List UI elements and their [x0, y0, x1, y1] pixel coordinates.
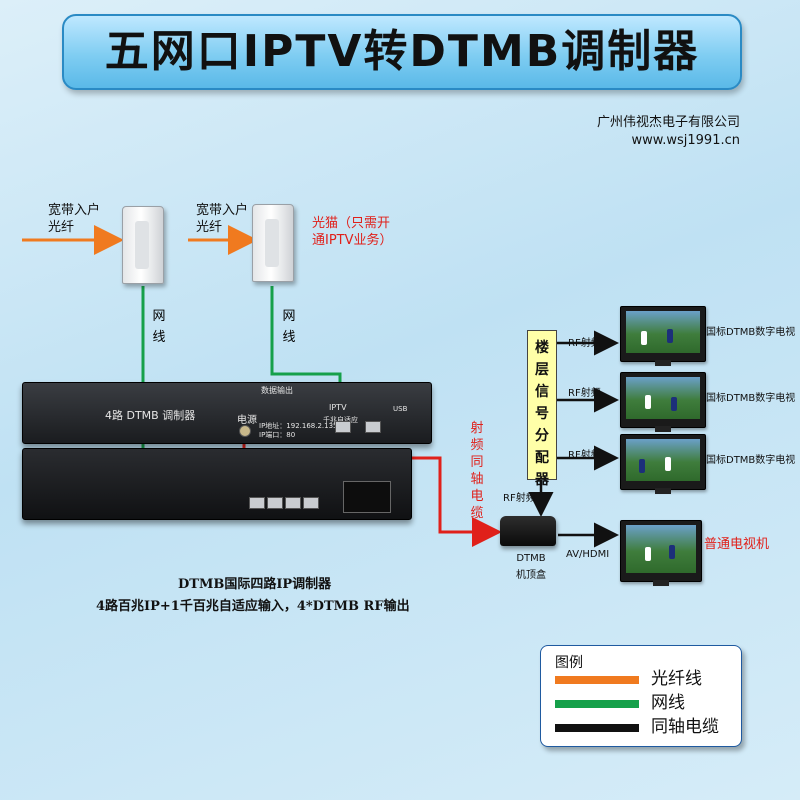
floor-signal-splitter: 楼 层 信 号 分 配 器	[527, 330, 557, 488]
input-label-1-line2: 光纤	[48, 220, 75, 235]
input-label-1-line1: 宽带入户	[48, 203, 101, 218]
input-label-2-line1: 宽带入户	[196, 203, 249, 218]
tv-dtmb-1	[620, 306, 706, 366]
legend-network-swatch	[555, 700, 639, 708]
optical-modem-note: 光猫（只需开 通IPTV业务）	[312, 215, 393, 249]
input-label-2-line2: 光纤	[196, 220, 223, 235]
network-port-3	[285, 497, 301, 509]
input-label-2: 宽带入户 光纤	[196, 202, 248, 236]
legend-network-label: 网线	[651, 693, 685, 713]
modulator-back-panel	[22, 448, 412, 520]
splitter-char7: 器	[535, 472, 549, 488]
tv-dtmb-3	[620, 434, 706, 494]
legend-fiber-label: 光纤线	[651, 669, 702, 689]
power-socket	[343, 481, 391, 513]
network-label-2-char1: 网	[282, 309, 296, 324]
legend-coax-label: 同轴电缆	[651, 717, 719, 737]
panel-text-ip-port: IP端口：80	[259, 431, 296, 439]
rf-coax-char6: 缆	[470, 506, 484, 521]
modulator-front-label: 4路 DTMB 调制器	[105, 409, 196, 422]
splitter-char5: 分	[535, 428, 549, 444]
optical-modem-2	[252, 204, 294, 282]
optical-modem-note-line2: 通IPTV业务）	[312, 233, 393, 248]
legend-fiber-swatch	[555, 676, 639, 684]
splitter-char1: 楼	[535, 340, 549, 356]
rf-coax-char5: 电	[470, 489, 484, 504]
legend-coax-swatch	[555, 724, 639, 732]
usb-port	[365, 421, 381, 433]
legend-title: 图例	[555, 655, 583, 671]
optical-modem-1	[122, 206, 164, 284]
network-label-1-char2: 线	[152, 330, 166, 345]
rf-label-tv2: RF射频	[568, 388, 601, 399]
rf-out-connector	[239, 425, 251, 437]
rf-coax-char1: 射	[470, 421, 484, 436]
input-label-1: 宽带入户 光纤	[48, 202, 100, 236]
company-website: www.wsj1991.cn	[631, 133, 740, 148]
tv-label-1: 国标DTMB数字电视	[706, 327, 796, 338]
page-title: 五网口IPTV转DTMB调制器	[104, 26, 700, 77]
panel-text-data-out: 数据输出	[261, 386, 293, 395]
tv-normal	[620, 520, 702, 586]
rf-coax-char2: 频	[470, 438, 484, 453]
company-name: 广州伟视杰电子有限公司	[596, 115, 740, 130]
rf-coax-char4: 轴	[470, 472, 484, 487]
splitter-char3: 信	[535, 384, 549, 400]
network-label-1: 网 线	[150, 308, 168, 346]
network-label-2: 网 线	[280, 308, 298, 346]
network-port-2	[267, 497, 283, 509]
optical-modem-note-line1: 光猫（只需开	[312, 216, 391, 231]
description-line2: 4路百兆IP+1千百兆自适应输入，4*DTMB RF输出	[96, 599, 410, 614]
panel-text-usb: USB	[393, 405, 408, 413]
legend: 图例 光纤线 网线 同轴电缆	[540, 645, 742, 747]
rf-label-tv1: RF射频	[568, 338, 601, 349]
company-info: 广州伟视杰电子有限公司 www.wsj1991.cn	[597, 114, 740, 150]
panel-text-iptv: IPTV	[329, 403, 347, 412]
splitter-char4: 号	[535, 406, 549, 422]
panel-text-power: 电源	[237, 415, 257, 426]
network-port-4	[303, 497, 319, 509]
modulator-front-panel: 4路 DTMB 调制器 电源 数据输出 IP地址：192.168.2.135 I…	[22, 382, 432, 444]
network-label-1-char1: 网	[152, 309, 166, 324]
title-banner: 五网口IPTV转DTMB调制器	[62, 14, 742, 90]
splitter-char2: 层	[535, 362, 549, 378]
rf-coax-char3: 同	[470, 455, 484, 470]
panel-text-gigabit: 千兆自适应	[323, 416, 358, 424]
tv-label-2: 国标DTMB数字电视	[706, 393, 796, 404]
set-top-box	[500, 516, 556, 546]
iptv-port	[335, 421, 351, 433]
description-line1: DTMB国际四路IP调制器	[178, 577, 332, 592]
splitter-char6: 配	[535, 450, 549, 466]
stb-label-line1: DTMB	[516, 553, 546, 564]
rf-label-tv3: RF射频	[568, 450, 601, 461]
stb-output-label: AV/HDMI	[566, 549, 610, 560]
rf-coax-label: 射 频 同 轴 电 缆	[468, 420, 486, 522]
tv-dtmb-2	[620, 372, 706, 432]
network-port-1	[249, 497, 265, 509]
network-label-2-char2: 线	[282, 330, 296, 345]
panel-text-ip-address: IP地址：192.168.2.135	[259, 422, 338, 430]
stb-label: DTMB 机顶盒	[511, 550, 551, 584]
stb-label-line2: 机顶盒	[516, 570, 546, 581]
rf-label-stb: RF射频	[503, 493, 536, 504]
tv-label-normal: 普通电视机	[704, 537, 770, 552]
tv-label-3: 国标DTMB数字电视	[706, 455, 796, 466]
